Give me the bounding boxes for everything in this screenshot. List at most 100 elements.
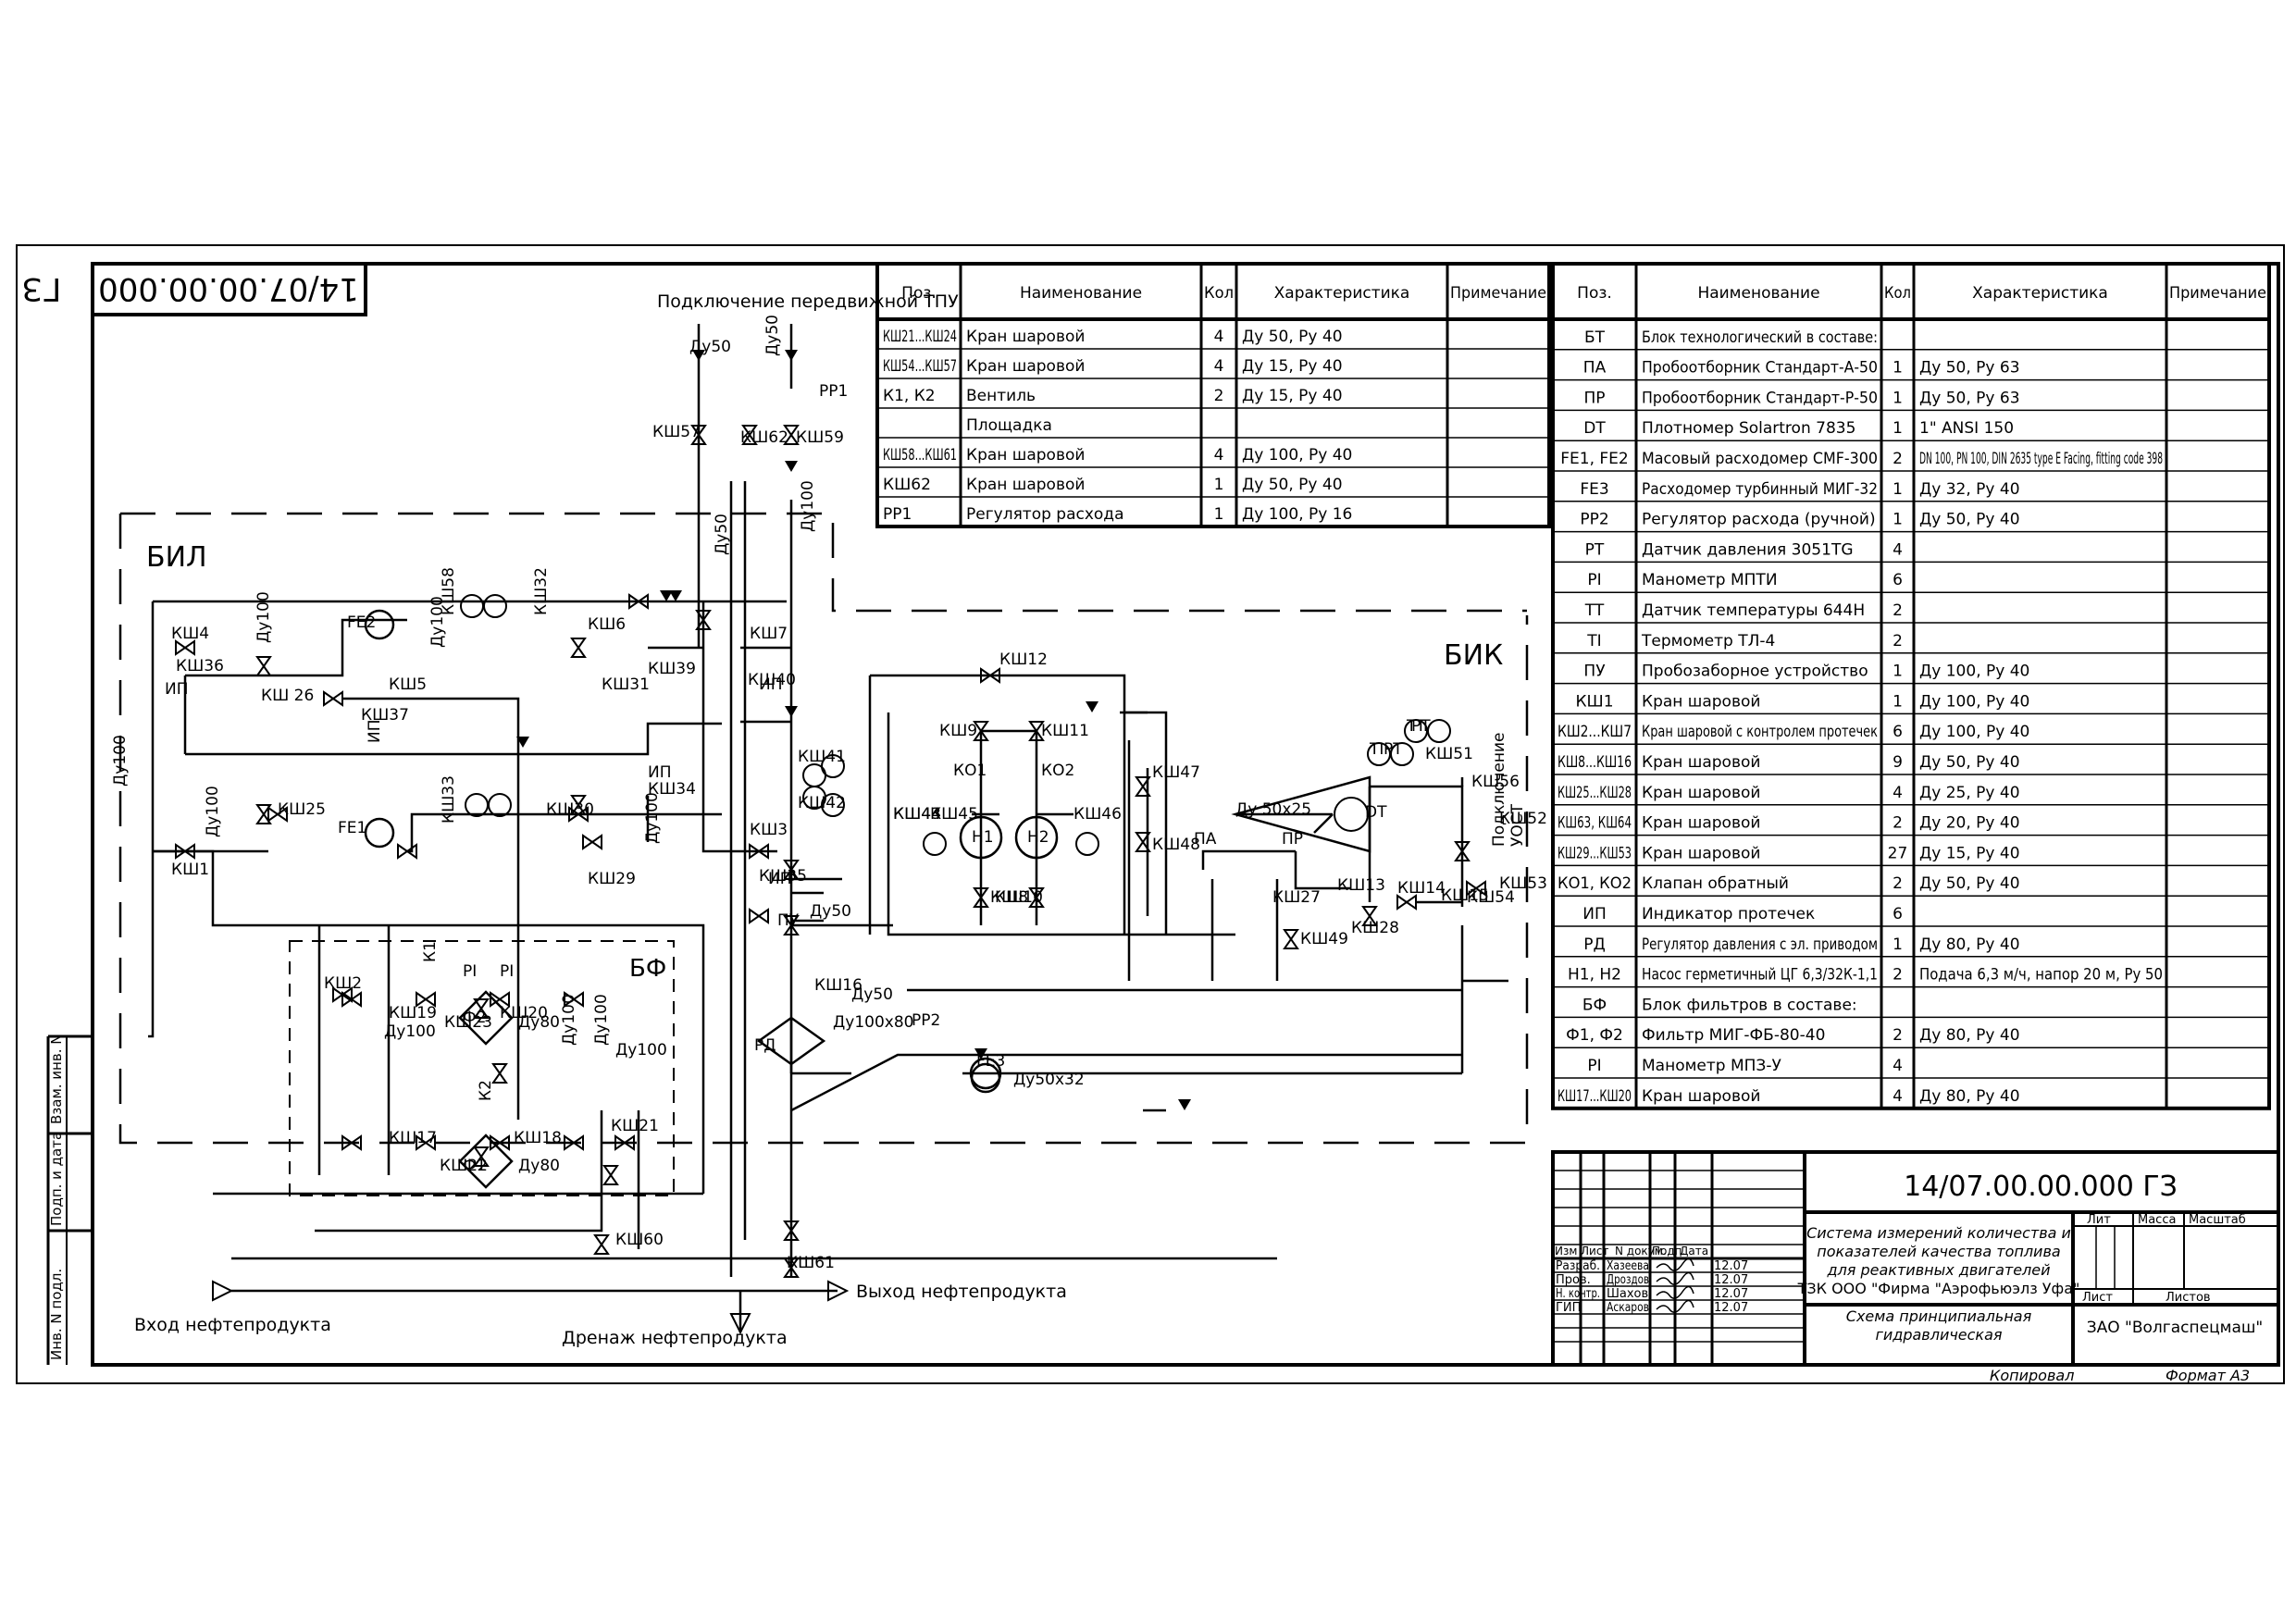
- table-cell-name: Вентиль: [966, 387, 1036, 405]
- table-cell-qty: 9: [1893, 753, 1903, 772]
- table-cell-qty: 1: [1893, 480, 1903, 499]
- caption-outlet: Выход нефтепродукта: [856, 1282, 1067, 1302]
- table-cell-name: Фильтр МИГ-ФБ-80-40: [1642, 1026, 1825, 1045]
- caption-inlet: Вход нефтепродукта: [134, 1315, 331, 1335]
- table-cell-qty: 1: [1893, 663, 1903, 681]
- valve-symbol: [1028, 721, 1045, 741]
- table-cell-char: 1" ANSI 150: [1919, 419, 2014, 438]
- diagram-label: КШ10: [995, 888, 1043, 907]
- diagram-label: Ду100: [643, 792, 662, 844]
- diagram-label: КШ8: [990, 888, 1028, 907]
- stamp-role: Пров.: [1556, 1273, 1591, 1287]
- table-cell-char: Ду 100, Ру 40: [1919, 663, 2029, 681]
- diagram-label: Ду100х80: [833, 1013, 913, 1032]
- diagram-label: КО1: [953, 762, 987, 780]
- table-header-qty: Кол: [1884, 284, 1911, 303]
- table-cell-name: Блок технологический в составе:: [1642, 328, 1878, 347]
- valve-symbol: [332, 986, 353, 1003]
- diagram-label: TT: [1406, 717, 1426, 736]
- diagram-label: Ду100: [111, 735, 130, 787]
- diagram-label: КШ47: [1152, 763, 1200, 782]
- table-cell-pos: КШ17...КШ20: [1558, 1087, 1632, 1106]
- table-cell-name: Клапан обратный: [1642, 874, 1789, 893]
- pipe-segment: [185, 722, 722, 756]
- valve-symbol: [1028, 887, 1045, 908]
- block-label-bil: БИЛ: [146, 541, 207, 574]
- left-strip: Инв. N подл. Подп. и дата Взам. инв. N: [46, 1035, 93, 1365]
- table-cell-qty: 1: [1893, 692, 1903, 711]
- caption-drain: Дренаж нефтепродукта: [562, 1328, 788, 1348]
- stamp-sheet-title-line-2: гидравлическая: [1875, 1326, 2002, 1344]
- flow-arrow: [785, 461, 798, 472]
- table-cell-qty: 2: [1893, 814, 1903, 833]
- diagram-label: КШ35: [759, 867, 807, 886]
- diagram-label: КШ44: [893, 805, 941, 824]
- valve-symbol: [341, 991, 362, 1008]
- valve-symbol: [749, 908, 769, 924]
- valve-symbol: [473, 998, 490, 1019]
- pump-symbol: [1014, 815, 1059, 860]
- table-cell-name: Кран шаровой: [1642, 784, 1760, 802]
- diagram-label: PI: [500, 962, 514, 981]
- table-frame: [1551, 262, 2271, 1110]
- flowmeter-symbol: [364, 609, 395, 640]
- copied-label: Копировал: [1990, 1367, 2074, 1384]
- diagram-label: КШ21: [611, 1117, 659, 1135]
- gauge-symbol: [923, 832, 947, 856]
- diagram-label: ПУ: [777, 911, 800, 930]
- block-label-bf: БФ: [629, 955, 666, 983]
- diagram-label: Ду 50х25: [1235, 800, 1311, 819]
- table-cell-qty: 1: [1893, 359, 1903, 378]
- pipe-segment: [790, 1053, 1462, 1112]
- diagram-label: Ду50: [851, 985, 893, 1004]
- diagram-label: КШ4: [171, 625, 209, 643]
- table-cell-qty: 1: [1893, 389, 1903, 407]
- table-cell-pos: БТ: [1584, 328, 1606, 347]
- stamp-col-header: N докум.: [1615, 1245, 1667, 1258]
- table-cell-char: Ду 25, Ру 40: [1919, 784, 2020, 802]
- gauge-symbol: [1075, 832, 1099, 856]
- table-cell-qty: 6: [1893, 571, 1903, 589]
- table-cell-pos: КШ21...КШ24: [883, 328, 957, 346]
- table-cell-qty: 1: [1893, 935, 1903, 954]
- strip-vzam-label: Взам. инв. N: [48, 1035, 65, 1124]
- table-cell-pos: Н1, Н2: [1568, 966, 1621, 985]
- valve-symbol: [416, 1134, 436, 1151]
- valve-symbol: [1361, 906, 1378, 926]
- stamp-title-line-4: ТЗК ООО "Фирма "Аэрофьюэлз Уфа": [1797, 1280, 2080, 1297]
- block-boundaries: [118, 512, 1529, 1196]
- table-frame: [875, 262, 1551, 528]
- diagram-label: КШ51: [1425, 745, 1473, 763]
- diagram-label: Ду100: [254, 591, 273, 643]
- diagram-label: КШ9: [939, 722, 977, 740]
- table-cell-name: Пробоотборник Стандарт-Р-50: [1642, 389, 1878, 407]
- diagram-label: Ду50: [689, 338, 731, 356]
- diagram-label: Ду100: [799, 480, 817, 532]
- table-cell-name: Площадка: [966, 416, 1052, 435]
- table-cell-pos: PI: [1587, 571, 1601, 589]
- diagram-label: Ф2: [463, 1009, 486, 1027]
- table-cell-pos: РР1: [883, 505, 912, 524]
- diagram-label: TI: [1369, 740, 1384, 759]
- table-cell-name: Манометр МПТИ: [1642, 571, 1778, 589]
- valve-symbol: [175, 639, 195, 656]
- diagram-label: Ду100: [204, 786, 222, 837]
- valve-symbol: [1283, 929, 1299, 949]
- diagram-label: FE1: [338, 819, 366, 837]
- table-cell-pos: БФ: [1582, 996, 1607, 1014]
- table-cell-pos: FE1, FE2: [1560, 450, 1628, 468]
- table-cell-name: Блок фильтров в составе:: [1642, 996, 1857, 1014]
- gauge-symbol: [483, 594, 507, 618]
- table-cell-qty: 4: [1893, 1057, 1903, 1075]
- diagram-label: КШ30: [546, 800, 594, 819]
- diagram-label: Ду100: [560, 994, 578, 1046]
- diagram-label: PI: [463, 962, 477, 981]
- table-cell-pos: ПР: [1583, 389, 1605, 407]
- table-cell-qty: 4: [1214, 357, 1224, 376]
- table-cell-qty: 6: [1893, 723, 1903, 741]
- valve-symbol: [602, 1165, 619, 1185]
- table-cell-qty: 1: [1214, 505, 1224, 524]
- table-cell-pos: КШ58...КШ61: [883, 446, 957, 465]
- valve-symbol: [1396, 894, 1417, 911]
- valve-symbol: [783, 860, 800, 880]
